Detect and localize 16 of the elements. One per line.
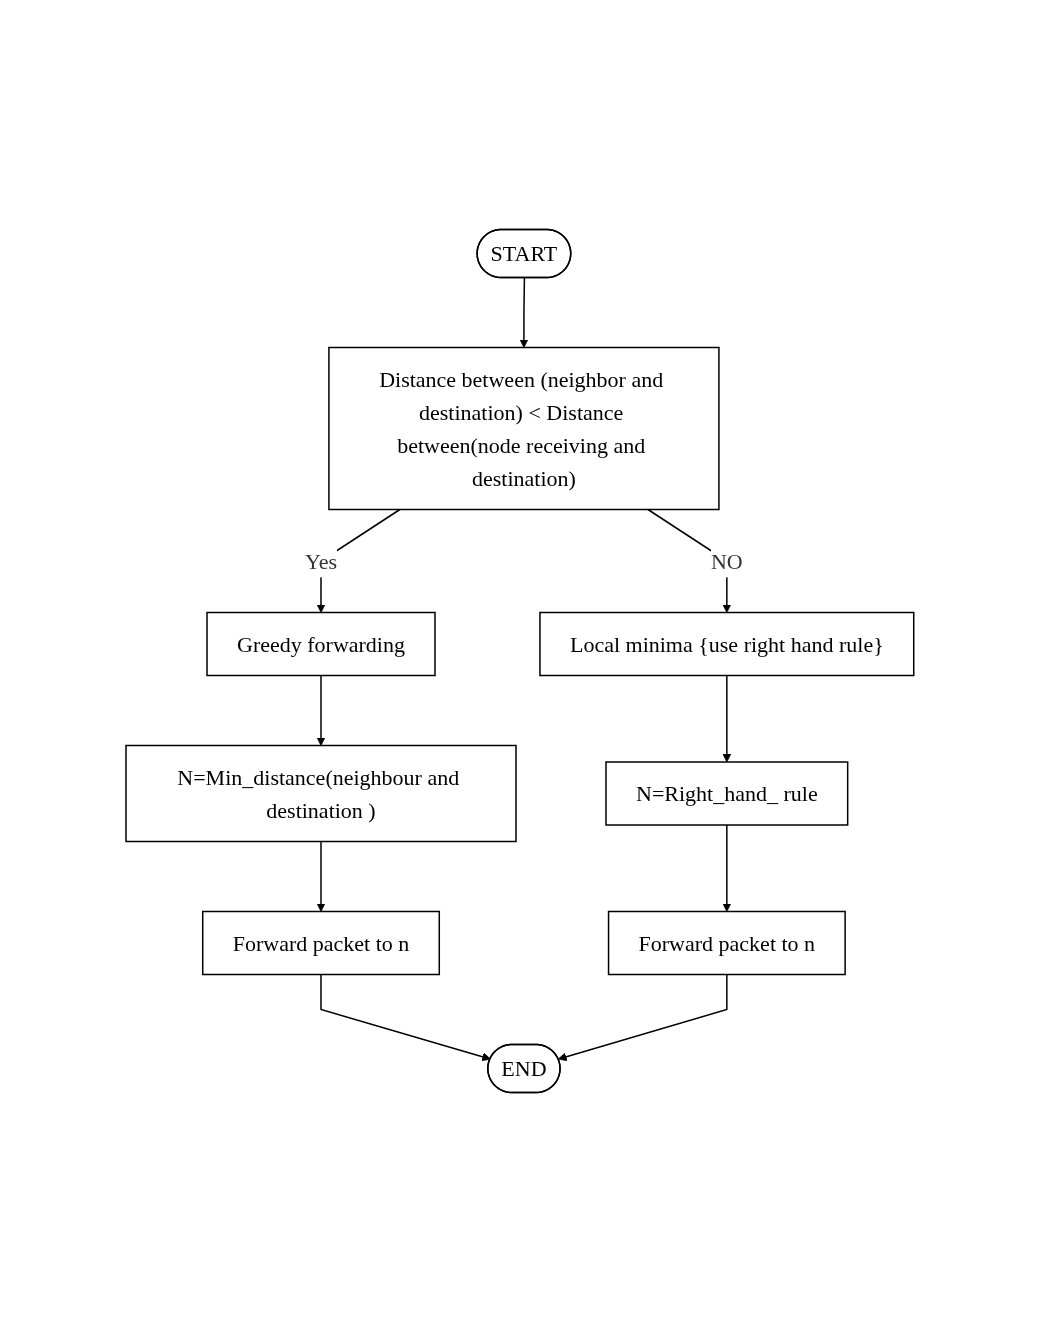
node-box: Greedy forwarding [206, 611, 436, 677]
node-box: Distance between (neighbor and destination) < Distance between(node receiving and destination) [328, 346, 720, 511]
arrow [316, 674, 326, 746]
node-box: Local minima {use right hand rule} [539, 611, 915, 677]
node-box: Forward packet to n [607, 910, 846, 976]
arrow [320, 973, 491, 1062]
arrow [316, 840, 326, 912]
arrow [722, 824, 732, 912]
arrow [519, 277, 529, 348]
edge-label: NO [711, 548, 743, 574]
arrow [722, 674, 732, 763]
node-box: N=Right_hand_ rule [605, 761, 849, 826]
edge-label: Yes [305, 548, 338, 574]
arrow [558, 973, 728, 1062]
node-box: Forward packet to n [202, 910, 441, 976]
node-box: N=Min_distance(neighbour and destination ) [125, 744, 517, 843]
